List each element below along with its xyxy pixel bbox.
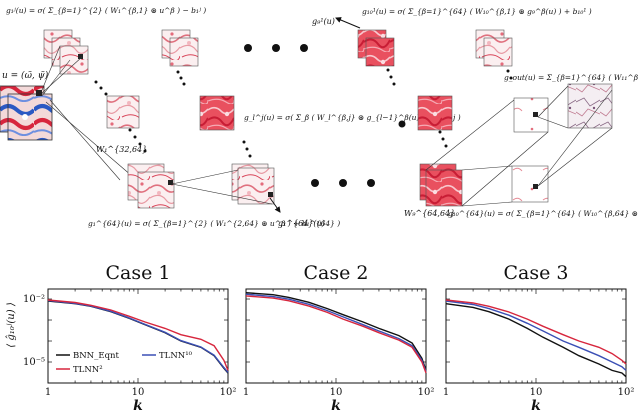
- layer9-marker: [398, 120, 406, 128]
- legend: BNN_Eqnt TLNN¹⁰ TLNN²: [56, 351, 193, 375]
- layer1-bottom-stack: [127, 163, 175, 209]
- series-line-tlnn: [445, 299, 627, 365]
- y-tick-label: 10⁻⁵: [23, 357, 45, 368]
- series-line-tlnn: [47, 299, 229, 371]
- late-layer-lines: [425, 85, 613, 207]
- layer1-top-stack: [43, 29, 89, 75]
- x-tick-label: 1: [45, 387, 51, 398]
- series-line-bnneqnt: [445, 303, 627, 378]
- chart-panel-1: Case 1 1 10 10² 10⁻² 10⁻⁵ k BNN_Eqnt TLNN¹⁰ TLNN²: [23, 262, 236, 414]
- g9-arrow: [335, 17, 361, 29]
- input-label: u = (ω̃, ψ̃): [2, 70, 49, 81]
- series-line-tlnn: [47, 299, 229, 373]
- weight-label-w1: W₁^{32,64}: [96, 145, 147, 154]
- layer9-top-stack: [357, 29, 395, 67]
- out-formula: g_out(u) = Σ_{β=1}^{64} ( W₁₁^β ⊛ g₁₀^β(…: [504, 73, 640, 82]
- legend-label: TLNN¹⁰: [159, 351, 193, 361]
- chart-title-1: Case 1: [106, 262, 171, 284]
- x-tick-label: 10²: [220, 387, 237, 398]
- series-line-bnneqnt: [245, 292, 427, 371]
- input-projection-lines: [41, 45, 133, 181]
- input-field-stack: [0, 85, 53, 141]
- layer2-mid-map: [199, 95, 235, 131]
- chart-title-2: Case 2: [304, 262, 369, 284]
- legend-label: BNN_Eqnt: [73, 351, 119, 361]
- layer1-mid-map: [106, 95, 140, 129]
- plot-frame-2: [245, 288, 427, 384]
- layer10-bottom-stack: [511, 165, 549, 203]
- horizontal-ellipsis-top: [244, 44, 308, 52]
- x-axis-label-1: k: [133, 398, 143, 414]
- shared-y-axis-label: ⟨ ĝ₁₀ʲ(u) ⟩: [6, 302, 17, 348]
- layer10-kernel-marker: [533, 112, 538, 117]
- x-tick-label: 10²: [418, 387, 435, 398]
- chart-title-3: Case 3: [504, 262, 569, 284]
- series-line-tlnn: [245, 293, 427, 372]
- spectra-charts: Case 1 1 10 10² 10⁻² 10⁻⁵ k BNN_Eqnt TLNN¹⁰ TLNN²…: [23, 262, 634, 414]
- chart-panel-3: Case 3 1 10 10² k: [443, 262, 635, 414]
- layer2-top-stack: [161, 29, 199, 67]
- g164-arrow: [269, 197, 281, 213]
- top-left-formula: g₁ʲ(u) = σ( Σ_{β=1}^{2} ( W₁^{β,1} ⊛ u^β…: [6, 6, 206, 15]
- g9-label: g₉¹(u): [312, 17, 335, 26]
- series-line-tlnn: [245, 295, 427, 374]
- x-tick-label: 10: [330, 387, 343, 398]
- x-tick-label: 1: [443, 387, 449, 398]
- output-map: [567, 83, 613, 129]
- mid-formula: g_l^j(u) = σ( Σ_β ( W_l^{β,j} ⊛ g_{l−1}^…: [244, 113, 461, 122]
- y-tick-label: 10⁻²: [23, 294, 45, 305]
- series-line-tlnn: [445, 300, 627, 371]
- layer10-top-stack: [475, 29, 513, 67]
- layer1-to-layer2-lines: [171, 169, 273, 205]
- g164-label: g₁^{64}(u): [278, 219, 325, 228]
- horizontal-ellipsis-bottom: [311, 179, 375, 187]
- bottom-left-formula: g₁^{64}(u) = σ( Σ_{β=1}^{2} ( W₁^{2,64} …: [88, 219, 340, 228]
- layer10-mid-map: [513, 97, 549, 133]
- layer2-bottom-stack: [231, 163, 275, 205]
- bottom-right-formula: g₁₀^{64}(u) = σ( Σ_{β=1}^{64} ( W₁₀^{β,6…: [448, 209, 640, 218]
- x-tick-label: 1: [243, 387, 249, 398]
- x-tick-label: 10: [132, 387, 145, 398]
- w9-label: W₉^{64,64}: [404, 209, 455, 218]
- layer9-bottom-stack: [419, 163, 463, 207]
- x-tick-label: 10: [530, 387, 543, 398]
- top-right-formula: g₁₀¹(u) = σ( Σ_{β=1}^{64} ( W₁₀^{β,1} ⊛ …: [362, 7, 592, 16]
- layer9-mid-map: [417, 95, 453, 131]
- chart-panel-2: Case 2 1 10 10² k: [243, 262, 435, 414]
- x-axis-label-2: k: [331, 398, 341, 414]
- x-axis-label-3: k: [531, 398, 541, 414]
- network-diagram: u = (ω̃, ψ̃) g₁ʲ(u) = σ( Σ_{β=1}^{2} ( W…: [0, 6, 640, 228]
- legend-label: TLNN²: [73, 365, 103, 375]
- x-tick-label: 10²: [618, 387, 635, 398]
